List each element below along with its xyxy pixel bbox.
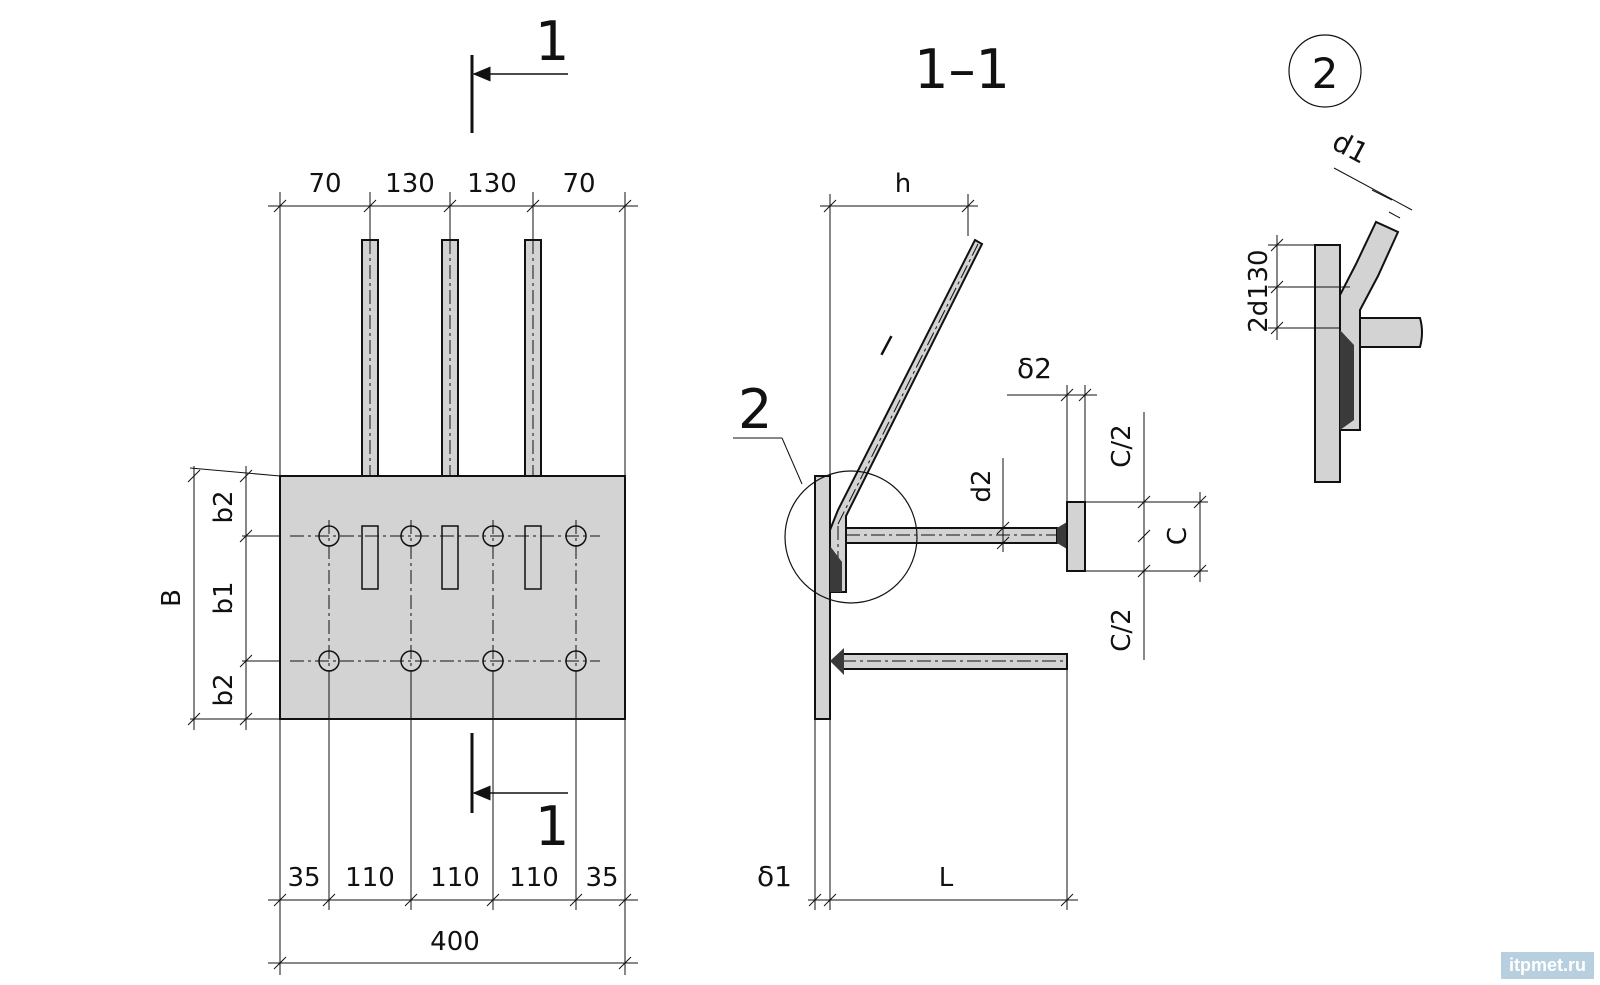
detail-number-circle xyxy=(1288,34,1362,108)
dim-bottom-1: 35 xyxy=(287,863,320,893)
dim-top-2: 130 xyxy=(385,169,435,199)
section-cut-bottom xyxy=(470,733,568,813)
dim-d2: d2 xyxy=(967,469,997,502)
rod-centerlines xyxy=(369,240,534,476)
dim-delta1: δ1 xyxy=(757,860,792,893)
dim-delta2: δ2 xyxy=(1017,352,1052,385)
watermark[interactable]: itpmet.ru xyxy=(1500,952,1594,979)
dim-top-1: 70 xyxy=(308,169,341,199)
section-cut-top xyxy=(470,55,568,133)
detail-weld xyxy=(1340,330,1354,430)
dim-bottom-5: 35 xyxy=(585,863,618,893)
bent-anchor-rod xyxy=(829,238,984,593)
stud-head-weld xyxy=(1057,522,1067,549)
dim-h: h xyxy=(895,169,911,199)
detail-callout-circle xyxy=(784,470,918,604)
stud-holes xyxy=(318,525,587,672)
dim-B: B xyxy=(157,589,187,607)
dim-c-half-bottom: C/2 xyxy=(1107,608,1137,651)
dim-b1: b1 xyxy=(209,581,239,614)
left-dimension-chain xyxy=(187,466,281,730)
detail-view: 2 30 2d1 d1 xyxy=(1244,34,1423,483)
top-dimension-chain xyxy=(268,192,638,476)
detail-plate xyxy=(1314,244,1341,483)
dim-d1: d1 xyxy=(1327,125,1374,171)
rod-weld xyxy=(830,546,842,592)
detail-stud-stub xyxy=(1359,317,1423,348)
base-plate xyxy=(279,475,626,720)
dim-bottom-2: 110 xyxy=(345,863,395,893)
dim-b2-top: b2 xyxy=(209,490,239,523)
stud-head-plate xyxy=(1066,501,1086,572)
dim-delta1-L-lines xyxy=(808,669,1078,910)
top-anchor-rods xyxy=(361,239,542,477)
dim-h-lines xyxy=(820,194,978,476)
section-view: 1–1 2 h l xyxy=(733,38,1208,910)
dim-c-lines xyxy=(1085,412,1208,660)
lower-stud-weld xyxy=(830,648,844,675)
dim-d2-lines xyxy=(996,458,1010,552)
dim-c-half-top: C/2 xyxy=(1107,424,1137,467)
dim-2d1: 2d1 xyxy=(1244,283,1274,333)
dim-delta2-lines xyxy=(1007,385,1097,502)
plan-view: 1 1 70 130 130 70 xyxy=(157,10,638,975)
dim-L: L xyxy=(939,863,954,893)
detail-dim-lines xyxy=(1268,167,1413,340)
section-plate xyxy=(814,475,831,720)
dim-c: C xyxy=(1163,527,1193,545)
dim-bottom-3: 110 xyxy=(430,863,480,893)
dim-top-4: 70 xyxy=(562,169,595,199)
dim-total: 400 xyxy=(430,927,480,957)
anchor-slots xyxy=(361,525,542,590)
detail-bent-rod xyxy=(1339,220,1400,431)
plate-centerlines xyxy=(290,520,600,719)
detail-callout-label: 2 xyxy=(738,378,772,441)
dim-bottom-4: 110 xyxy=(509,863,559,893)
section-cut-top-label: 1 xyxy=(535,10,569,73)
section-title: 1–1 xyxy=(914,38,1010,101)
dim-top-3: 130 xyxy=(467,169,517,199)
dim-b2-bottom: b2 xyxy=(209,673,239,706)
section-cut-bottom-label: 1 xyxy=(535,795,569,858)
dim-l: l xyxy=(875,330,897,363)
detail-number: 2 xyxy=(1312,49,1339,98)
bottom-dimension-chain xyxy=(268,670,638,975)
dim-30: 30 xyxy=(1244,249,1274,282)
